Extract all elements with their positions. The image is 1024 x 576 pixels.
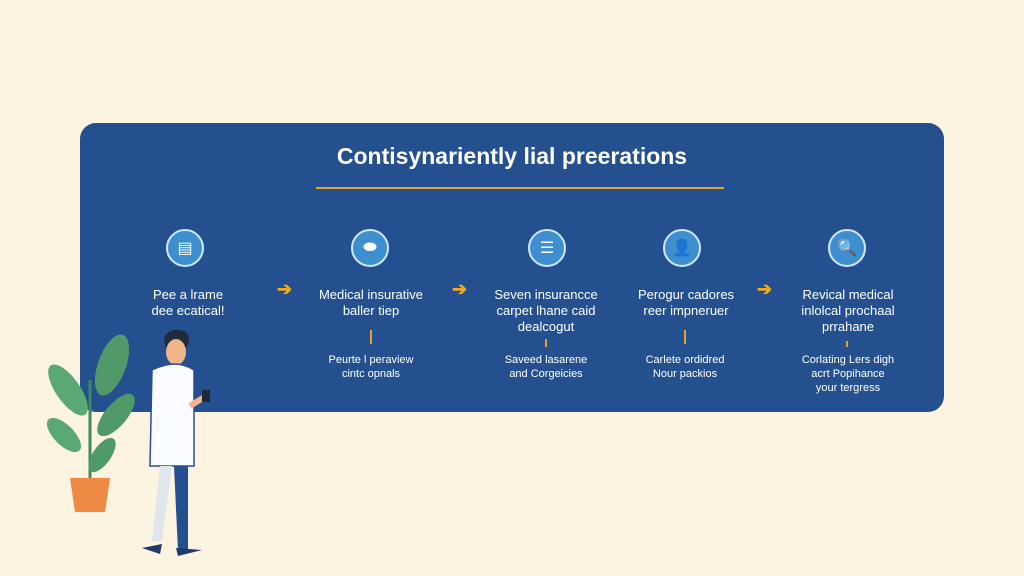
process-panel (80, 123, 944, 412)
id-card-icon: ▤ (166, 229, 204, 267)
connector (545, 339, 547, 347)
doctor-illustration (142, 330, 210, 556)
arrow-right-icon: ➔ (277, 279, 293, 299)
step-detail: Carlete ordidred Nour packios (645, 354, 725, 380)
panel-title: Contisynariently lial preerations (336, 143, 688, 169)
arrow-right-icon: ➔ (452, 279, 468, 299)
step-heading: Perogur cadores reer impneruer (637, 287, 735, 318)
step-detail: Corlating Lers digh acrt Popihance your … (801, 354, 895, 394)
pill-icon: ⬬ (351, 229, 389, 267)
step-detail: Peurte l peraview cintc opnals (328, 354, 414, 380)
connector (684, 330, 686, 344)
arrow-right-icon: ➔ (757, 279, 773, 299)
magnifier-icon: 🔍 (828, 229, 866, 267)
potted-plant-illustration (46, 334, 135, 512)
step-detail: Saveed lasarene and Corgeicies (504, 354, 588, 380)
connector (370, 330, 372, 344)
document-list-icon: ☰ (528, 229, 566, 267)
step-heading: Seven insurancce carpet lhane caid dealc… (494, 287, 598, 334)
step-heading: Pee a lrame dee ecatical! (151, 287, 225, 318)
title-underline (316, 187, 724, 189)
step-heading: Revical medical inlolcal prochaal prraha… (801, 287, 895, 334)
connector (846, 341, 848, 347)
person-icon: 👤 (663, 229, 701, 267)
step-heading: Medical insurative baller tiep (318, 287, 424, 318)
